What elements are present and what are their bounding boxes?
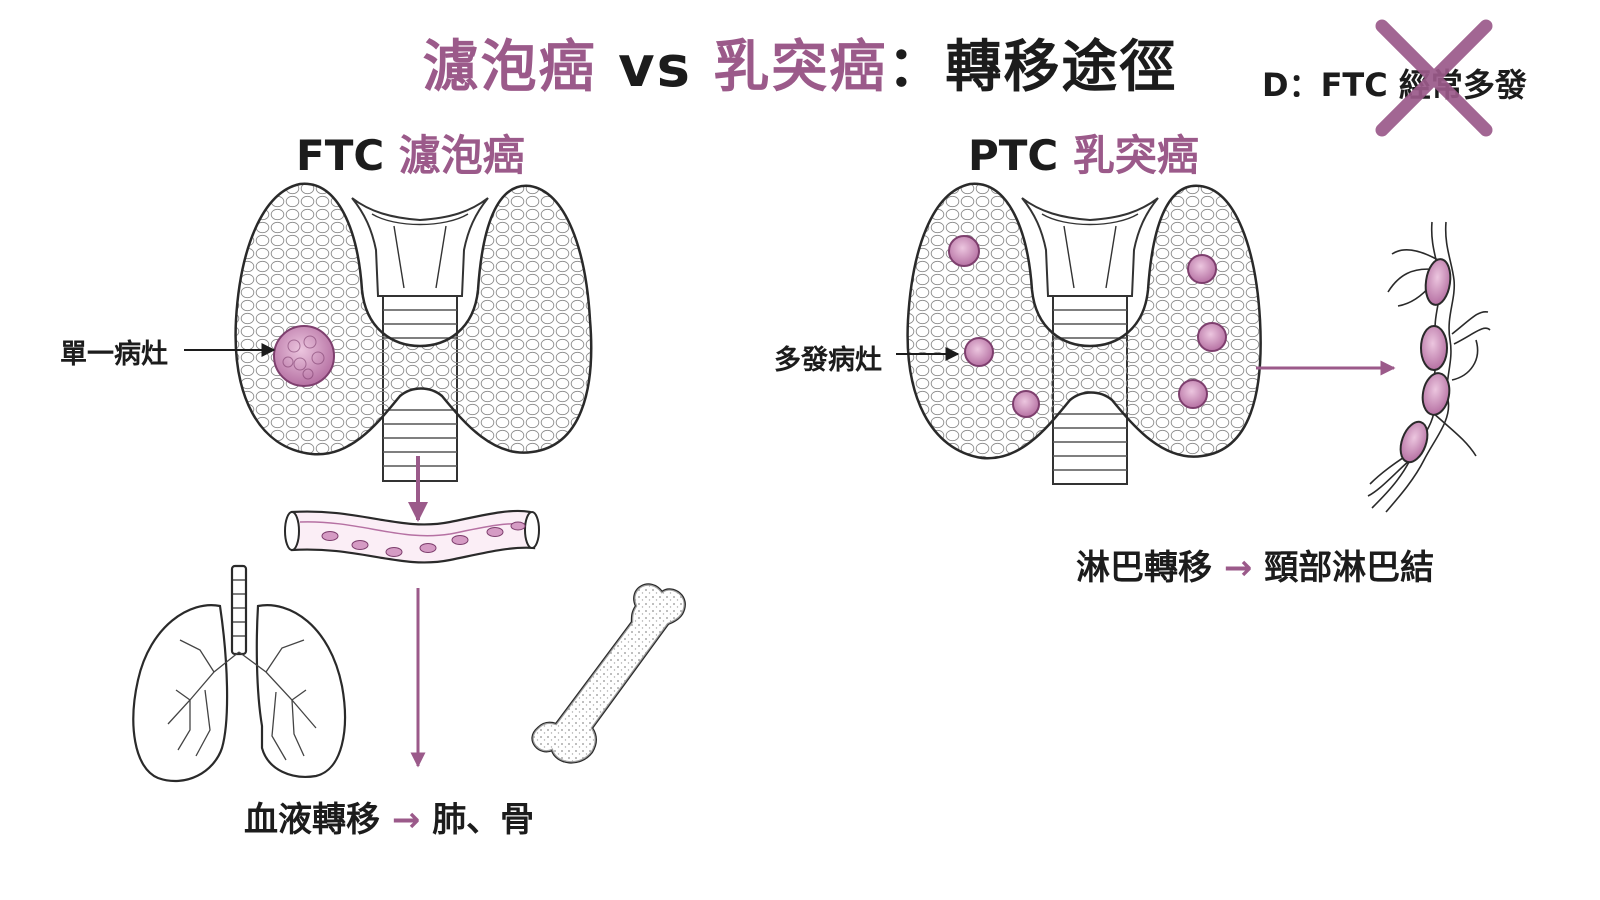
ptc-route-arrow-icon: → — [1223, 548, 1253, 588]
blood-vessel-icon — [284, 509, 540, 564]
ptc-lesion-label: 多發病灶 — [774, 345, 882, 376]
ptc-heading-name: 乳突癌 — [1072, 131, 1199, 180]
cross-icon — [1375, 19, 1493, 137]
ftc-larynx — [351, 197, 489, 297]
ptc-destination: 頸部淋巴結 — [1264, 548, 1435, 588]
ftc-thyroid-icon — [234, 182, 593, 482]
ftc-route-arrow-icon: → — [391, 800, 421, 840]
title-vs: vs — [596, 35, 714, 100]
ftc-heading-name: 濾泡癌 — [398, 131, 525, 180]
ftc-route: 血液轉移 → 肺、骨 — [244, 792, 534, 841]
ptc-route: 淋巴轉移 → 頸部淋巴結 — [1076, 540, 1434, 589]
title-ftc-name: 濾泡癌 — [422, 35, 597, 100]
ptc-multiple-tumors — [948, 235, 1227, 418]
ftc-heading: FTC 濾泡癌 — [296, 122, 525, 183]
page-title: 濾泡癌 vs 乳突癌：轉移途徑 — [0, 22, 1600, 103]
ptc-gland — [906, 182, 1262, 460]
ftc-heading-code: FTC — [296, 131, 399, 180]
ptc-heading-code: PTC — [968, 131, 1073, 180]
ptc-thyroid-icon — [906, 182, 1262, 485]
ftc-route-label: 血液轉移 — [244, 800, 380, 840]
bone-icon — [531, 583, 686, 764]
ptc-route-label: 淋巴轉移 — [1076, 548, 1212, 588]
title-ptc-name: 乳突癌 — [713, 35, 888, 100]
ftc-gland — [234, 182, 593, 456]
lymph-node-icon — [1367, 221, 1491, 513]
title-rest: ：轉移途徑 — [887, 35, 1178, 100]
ptc-heading: PTC 乳突癌 — [968, 122, 1199, 183]
ptc-larynx — [1021, 197, 1159, 297]
lungs-icon — [132, 564, 347, 783]
crossed-note: D：FTC 經常多發 — [1262, 60, 1527, 106]
ftc-lesion-label: 單一病灶 — [60, 339, 168, 370]
ftc-destination: 肺、骨 — [432, 800, 535, 840]
crossed-note-text: D：FTC 經常多發 — [1262, 66, 1527, 104]
